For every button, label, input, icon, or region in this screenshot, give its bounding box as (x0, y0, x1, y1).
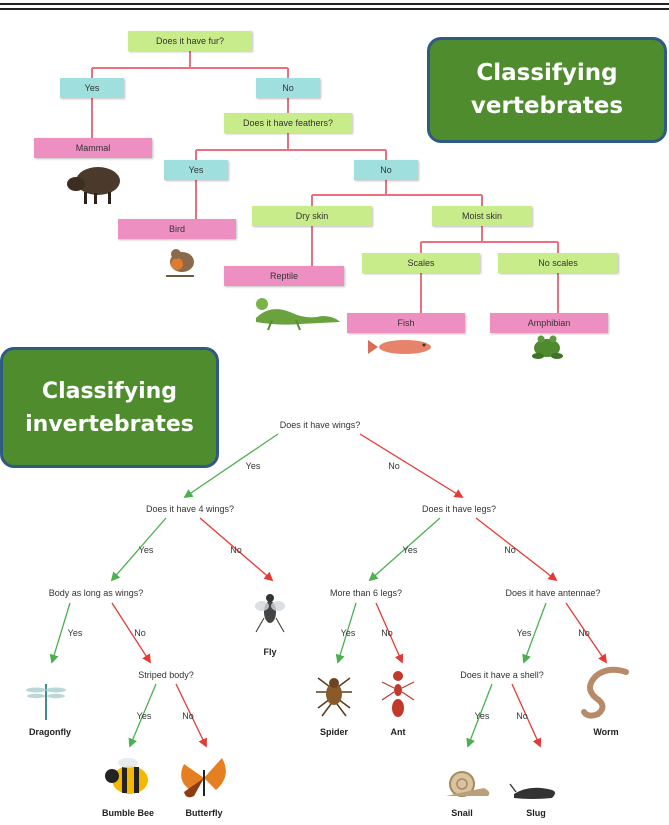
label-no-antennae: No (578, 628, 590, 638)
question-moist-skin: Moist skin (432, 206, 532, 226)
vertebrates-title-line2: vertebrates (470, 93, 624, 119)
result-reptile: Reptile (224, 266, 344, 286)
result-butterfly: Butterfly (185, 808, 223, 818)
question-striped: Striped body? (138, 670, 194, 680)
label-no-4-wings: No (230, 545, 242, 555)
result-slug: Slug (526, 808, 546, 818)
label-no-striped: No (182, 711, 194, 721)
answer-no-feathers: No (354, 160, 418, 180)
question-4-wings: Does it have 4 wings? (145, 504, 235, 514)
result-bird: Bird (118, 219, 236, 239)
question-fur: Does it have fur? (128, 31, 252, 51)
question-body-long: Body as long as wings? (48, 588, 144, 598)
result-spider: Spider (319, 727, 349, 737)
question-feathers: Does it have feathers? (224, 113, 352, 133)
result-mammal: Mammal (34, 138, 152, 158)
invertebrate-arrows (49, 433, 608, 748)
question-dry-skin: Dry skin (252, 206, 372, 226)
label-no-shell: No (516, 711, 528, 721)
label-no-legs: No (504, 545, 516, 555)
label-yes-shell: Yes (474, 711, 490, 721)
answer-yes-feathers: Yes (164, 160, 228, 180)
label-yes-striped: Yes (136, 711, 152, 721)
label-yes-legs: Yes (402, 545, 418, 555)
label-yes-body: Yes (67, 628, 83, 638)
answer-yes-fur: Yes (60, 78, 124, 98)
result-bumblebee: Bumble Bee (101, 808, 155, 818)
label-yes-4-wings: Yes (138, 545, 154, 555)
label-no-body: No (134, 628, 146, 638)
result-worm: Worm (593, 727, 619, 737)
vertebrates-title: Classifying vertebrates (427, 37, 667, 143)
question-no-scales: No scales (498, 253, 618, 273)
invertebrates-title-line2: invertebrates (25, 411, 194, 437)
result-ant: Ant (390, 727, 406, 737)
answer-no-fur: No (256, 78, 320, 98)
question-more-6-legs: More than 6 legs? (329, 588, 403, 598)
question-shell: Does it have a shell? (460, 670, 544, 680)
result-fish: Fish (347, 313, 465, 333)
label-yes-wings: Yes (245, 461, 261, 471)
result-fly: Fly (263, 647, 277, 657)
invertebrates-title: Classifying invertebrates (0, 347, 219, 468)
result-dragonfly: Dragonfly (28, 727, 72, 737)
top-rule-2 (0, 8, 669, 10)
question-legs: Does it have legs? (421, 504, 497, 514)
top-rule (0, 3, 669, 5)
label-yes-antennae: Yes (516, 628, 532, 638)
result-amphibian: Amphibian (490, 313, 608, 333)
question-scales: Scales (362, 253, 480, 273)
label-yes-more-6: Yes (340, 628, 356, 638)
result-snail: Snail (451, 808, 473, 818)
label-no-more-6: No (381, 628, 393, 638)
question-antennae: Does it have antennae? (505, 588, 601, 598)
invertebrates-title-line1: Classifying (41, 378, 178, 404)
label-no-wings: No (388, 461, 400, 471)
vertebrate-connectors (91, 50, 559, 313)
vertebrates-title-line1: Classifying (476, 59, 618, 86)
question-wings: Does it have wings? (279, 420, 361, 430)
